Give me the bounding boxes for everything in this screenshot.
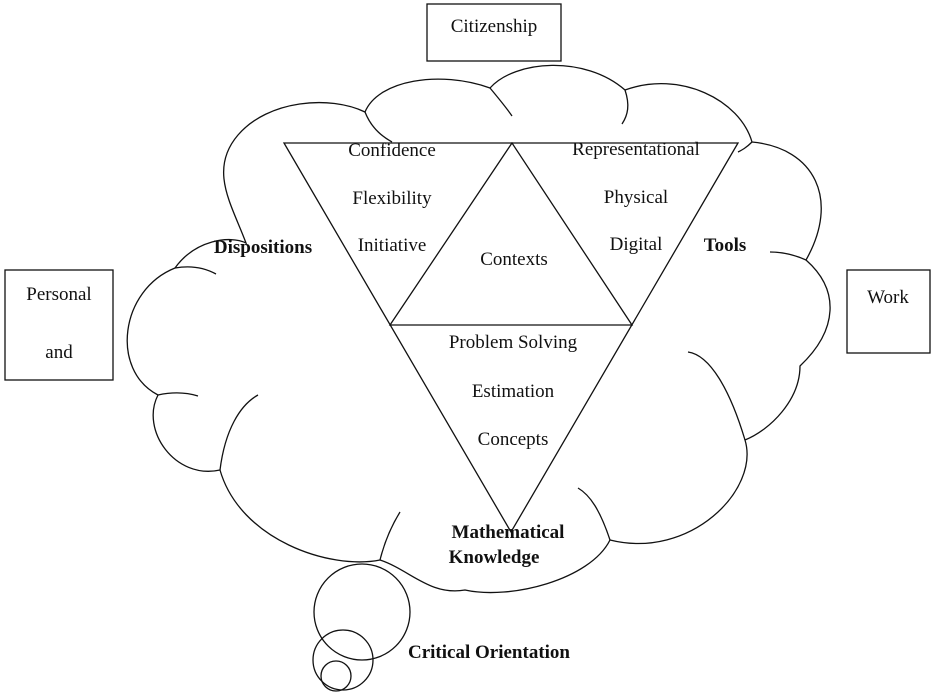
outer-triangle	[282, 142, 740, 534]
contexts-center-label: Contexts	[480, 249, 548, 270]
thought-bubble-large	[313, 563, 411, 661]
knowledge-label: Knowledge	[449, 547, 540, 568]
tools-label: Tools	[704, 235, 747, 256]
work-box	[846, 269, 931, 354]
tool-item: Physical	[604, 187, 668, 208]
personal-label: Personal	[26, 284, 91, 305]
citizenship-label: Citizenship	[451, 16, 538, 37]
knowledge-item: Problem Solving	[449, 332, 578, 353]
personal-box	[4, 269, 114, 381]
thought-bubble-medium	[312, 629, 374, 691]
thought-cloud	[126, 64, 831, 594]
disposition-item: Flexibility	[352, 188, 432, 209]
citizenship-box	[426, 3, 562, 62]
thought-bubble-small	[320, 660, 352, 692]
inner-triangle	[388, 141, 634, 326]
work-label: Work	[867, 287, 909, 308]
dispositions-label: Dispositions	[214, 237, 312, 258]
mathematical-label: Mathematical	[452, 522, 565, 543]
and-label: and	[45, 342, 73, 363]
knowledge-item: Concepts	[478, 429, 549, 450]
tool-item: Representational	[572, 139, 700, 160]
tool-item: Digital	[610, 234, 663, 255]
critical-orientation-label: Critical Orientation	[408, 642, 570, 663]
disposition-item: Initiative	[358, 235, 427, 256]
disposition-item: Confidence	[348, 140, 436, 161]
knowledge-item: Estimation	[472, 381, 555, 402]
